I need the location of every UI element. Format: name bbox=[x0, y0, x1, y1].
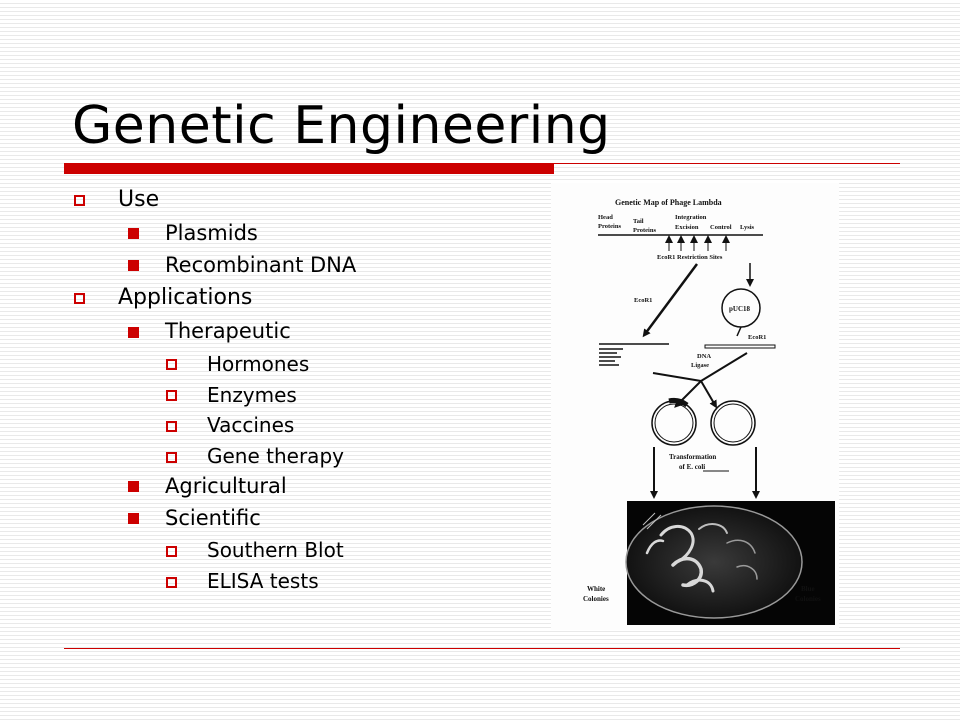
bullet-applications: Applications bbox=[118, 285, 253, 310]
dna-fragments bbox=[599, 343, 669, 366]
bacterial-colonies bbox=[645, 523, 758, 593]
ecor1-cut-arrow bbox=[642, 263, 699, 338]
solid-square-bullet-icon bbox=[128, 260, 139, 271]
map-label-control: Control bbox=[710, 224, 732, 231]
solid-square-bullet-icon bbox=[128, 327, 139, 338]
ecoli-label: of E. coli bbox=[679, 463, 705, 471]
figure-title: Genetic Map of Phage Lambda bbox=[615, 198, 722, 207]
bullet-agricultural: Agricultural bbox=[165, 474, 287, 498]
bullet-hormones: Hormones bbox=[207, 352, 310, 376]
map-label-tail: Tail bbox=[633, 218, 644, 225]
map-label-tail-proteins: Proteins bbox=[633, 227, 656, 234]
ligase-right-arrow bbox=[700, 380, 718, 409]
slide-title: Genetic Engineering bbox=[72, 96, 611, 156]
solid-square-bullet-icon bbox=[128, 481, 139, 492]
solid-square-bullet-icon bbox=[128, 228, 139, 239]
bullet-recombinant-dna: Recombinant DNA bbox=[165, 253, 357, 277]
open-square-bullet-icon bbox=[166, 577, 177, 588]
bullet-elisa-tests: ELISA tests bbox=[207, 569, 319, 593]
linear-plasmid-dna bbox=[704, 344, 776, 349]
bullet-plasmids: Plasmids bbox=[165, 221, 258, 245]
inserted-gene-segment bbox=[668, 398, 689, 408]
bullet-gene-therapy: Gene therapy bbox=[207, 444, 344, 468]
ecor1-left-label: EcoR1 bbox=[634, 297, 652, 304]
solid-square-bullet-icon bbox=[128, 513, 139, 524]
blue-colonies-label: Blue bbox=[801, 585, 815, 593]
plain-plasmid-inner bbox=[713, 403, 753, 443]
dish-highlight bbox=[642, 512, 662, 530]
footer-rule bbox=[64, 648, 900, 649]
ecor1-right-label: EcoR1 bbox=[748, 334, 766, 341]
bullet-scientific: Scientific bbox=[165, 506, 261, 530]
dna-label: DNA bbox=[697, 353, 711, 360]
bullet-enzymes: Enzymes bbox=[207, 383, 297, 407]
white-colonies-label: White bbox=[587, 585, 605, 593]
bullet-use: Use bbox=[118, 187, 160, 212]
map-label-excision: Excision bbox=[675, 224, 699, 231]
ligase-label: Ligase bbox=[691, 362, 709, 369]
open-square-bullet-icon bbox=[74, 293, 85, 304]
petri-dish bbox=[625, 505, 803, 619]
recombinant-plasmid bbox=[651, 400, 697, 446]
transformation-label: Transformation bbox=[669, 453, 716, 461]
open-square-bullet-icon bbox=[166, 421, 177, 432]
open-square-bullet-icon bbox=[166, 390, 177, 401]
map-label-head: Head bbox=[598, 214, 613, 221]
recombinant-plasmid-inner bbox=[654, 403, 694, 443]
title-rule bbox=[554, 163, 900, 164]
restriction-sites-label: EcoR1 Restriction Sites bbox=[657, 254, 723, 261]
open-square-bullet-icon bbox=[166, 546, 177, 557]
bullet-southern-blot: Southern Blot bbox=[207, 538, 344, 562]
map-label-integration: Integration bbox=[675, 214, 707, 221]
title-accent-bar bbox=[64, 163, 554, 174]
bullet-vaccines: Vaccines bbox=[207, 413, 295, 437]
map-label-head-proteins: Proteins bbox=[598, 223, 621, 230]
plasmid-cut-line bbox=[736, 326, 742, 337]
open-square-bullet-icon bbox=[74, 195, 85, 206]
open-square-bullet-icon bbox=[166, 359, 177, 370]
genetic-engineering-figure: Genetic Map of Phage Lambda Head Protein… bbox=[551, 183, 839, 630]
blue-colonies-label-2: Colonies bbox=[795, 595, 821, 603]
open-square-bullet-icon bbox=[166, 452, 177, 463]
plain-plasmid bbox=[710, 400, 756, 446]
white-colonies-label-2: Colonies bbox=[583, 595, 609, 603]
bullet-therapeutic: Therapeutic bbox=[165, 319, 291, 343]
map-label-lysis: Lysis bbox=[740, 224, 755, 231]
puc18-label: pUC18 bbox=[729, 305, 751, 313]
